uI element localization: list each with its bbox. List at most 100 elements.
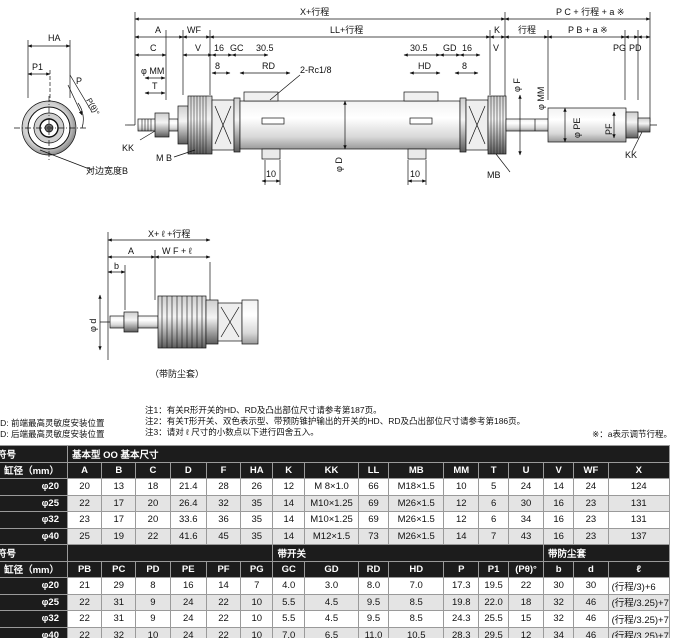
dim-8-left: 8 [215,61,220,71]
table-cell: M12×1.5 [303,527,360,545]
dim-p-theta: P(θ)° [84,97,101,117]
column-header: V [542,461,575,479]
column-header: HA [240,461,274,479]
table-cell: 19 [101,527,137,545]
table-cell: 10 [240,626,274,638]
table-cell: 16 [542,511,575,529]
column-header: KK [303,461,360,479]
dim-c: C [150,43,157,53]
table-cell: 13 [101,478,137,496]
column-header: RD [358,560,390,578]
dim-pd: PD [629,43,642,53]
table-cell: 6 [478,494,510,512]
table-cell: 14 [542,478,575,496]
table-cell: 5.5 [272,593,305,611]
dim-ha: HA [48,33,61,43]
table-row: φ40 25 19 22 41.6 45 35 14 M12×1.5 73 M2… [0,527,671,545]
table-cell: 23 [573,511,609,529]
table-cell: 8 [135,577,171,595]
table-cell: 66 [358,478,390,496]
table-cell: 5.5 [272,610,305,628]
table-cell: 4.5 [303,593,360,611]
table-cell: M 8×1.0 [303,478,360,496]
dim-kk-left: KK [122,143,134,153]
symbol-label-2: 符号 [0,544,68,562]
table-cell: 20 [135,494,171,512]
table-cell: 22 [205,593,242,611]
column-header: MM [443,461,480,479]
table-cell: 6.5 [303,626,360,638]
dim-mb-right: MB [487,170,501,180]
boot-dim-phi-d: φ d [88,319,98,332]
dim-mb-left: M B [156,153,172,163]
table-cell: 20 [66,478,103,496]
table-cell: 6 [478,511,510,529]
table-cell: 17.3 [443,577,480,595]
column-header: GC [272,560,305,578]
table-cell: M26×1.5 [388,527,445,545]
table-cell: 24 [508,478,544,496]
table-cell: 10 [135,626,171,638]
column-header: PC [101,560,137,578]
table-cell: 12 [443,494,480,512]
across-flats-label: 对边宽度B [86,165,128,176]
table-cell: 35 [240,494,274,512]
end-view [14,40,93,171]
table-cell: 3.0 [303,577,360,595]
column-header: PE [169,560,208,578]
table-cell: 16 [542,527,575,545]
table-cell: (行程/3.25)+7 [607,610,671,628]
table-cell: 16 [542,494,575,512]
boot-view [98,232,259,360]
hd-note: HD: 后端最高灵敏度安装位置 [0,429,105,439]
boot-group-label: 带防尘套 [542,544,671,562]
table-cell: 46 [573,626,609,638]
bore-cell: φ40 [0,626,68,638]
table-cell: 7.0 [388,577,445,595]
column-header: U [508,461,544,479]
dim-pc: P C + 行程 + a ※ [556,6,624,17]
table-cell: 14 [443,527,480,545]
table-cell: 14 [205,577,242,595]
dim-16-right: 16 [462,43,472,53]
table-row: φ25 22 17 20 26.4 32 35 14 M10×1.25 69 M… [0,494,671,512]
dim-pb: P B + a ※ [568,25,608,35]
dim-gc: GC [230,43,244,53]
column-header: PD [135,560,171,578]
table-cell: 8.5 [388,593,445,611]
second-header-row-1: 符号 带开关 带防尘套 [0,544,671,562]
table-cell: 7.0 [272,626,305,638]
table-cell: 14 [272,511,305,529]
table-cell: 33.6 [169,511,208,529]
column-header: P [443,560,480,578]
table-cell: 18 [508,593,544,611]
table-cell: 19.5 [478,577,510,595]
table-cell: 22 [205,610,242,628]
table-cell: 18 [135,478,171,496]
column-header: (Pθ)° [508,560,544,578]
table-cell: 9 [135,610,171,628]
basic-header-row-1: 符号 基本型 OO 基本尺寸 [0,445,671,463]
table-cell: 24 [573,478,609,496]
table-cell: 24 [169,626,208,638]
table-row: φ32 22 31 9 24 22 10 5.5 4.5 9.5 8.5 24.… [0,610,671,628]
dim-p: P [76,76,82,86]
column-header: d [573,560,609,578]
table-cell: 35 [240,527,274,545]
table-cell: 31 [101,593,137,611]
table-cell: 23 [66,511,103,529]
basic-header-row-2: 缸径（mm） A B C D F HA K KK LL MB MM T U V … [0,461,671,479]
bore-cell: φ32 [0,610,68,628]
table-cell: 10 [443,478,480,496]
column-header: PG [240,560,274,578]
table-cell: M26×1.5 [388,511,445,529]
table-cell: 14 [272,527,305,545]
dim-k-right: K [494,25,500,35]
table-cell: 12 [508,626,544,638]
table-row: φ32 23 17 20 33.6 36 35 14 M10×1.25 69 M… [0,511,671,529]
table-cell: 10 [240,593,274,611]
dim-10-right: 10 [410,169,420,179]
column-header: HD [388,560,445,578]
table-cell: 46 [573,593,609,611]
column-header: F [205,461,242,479]
